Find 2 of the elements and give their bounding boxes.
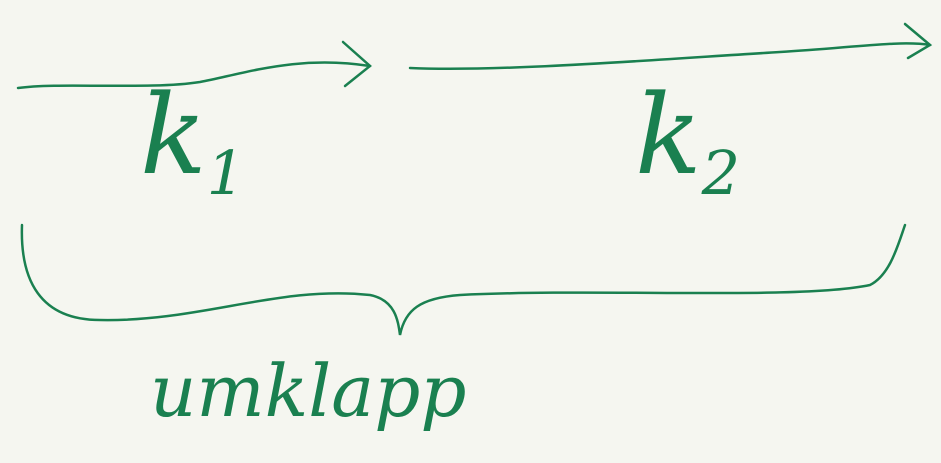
vector-label: k$_{2}$ bbox=[635, 80, 740, 205]
vector-label: k$_{1}$ bbox=[140, 80, 246, 205]
